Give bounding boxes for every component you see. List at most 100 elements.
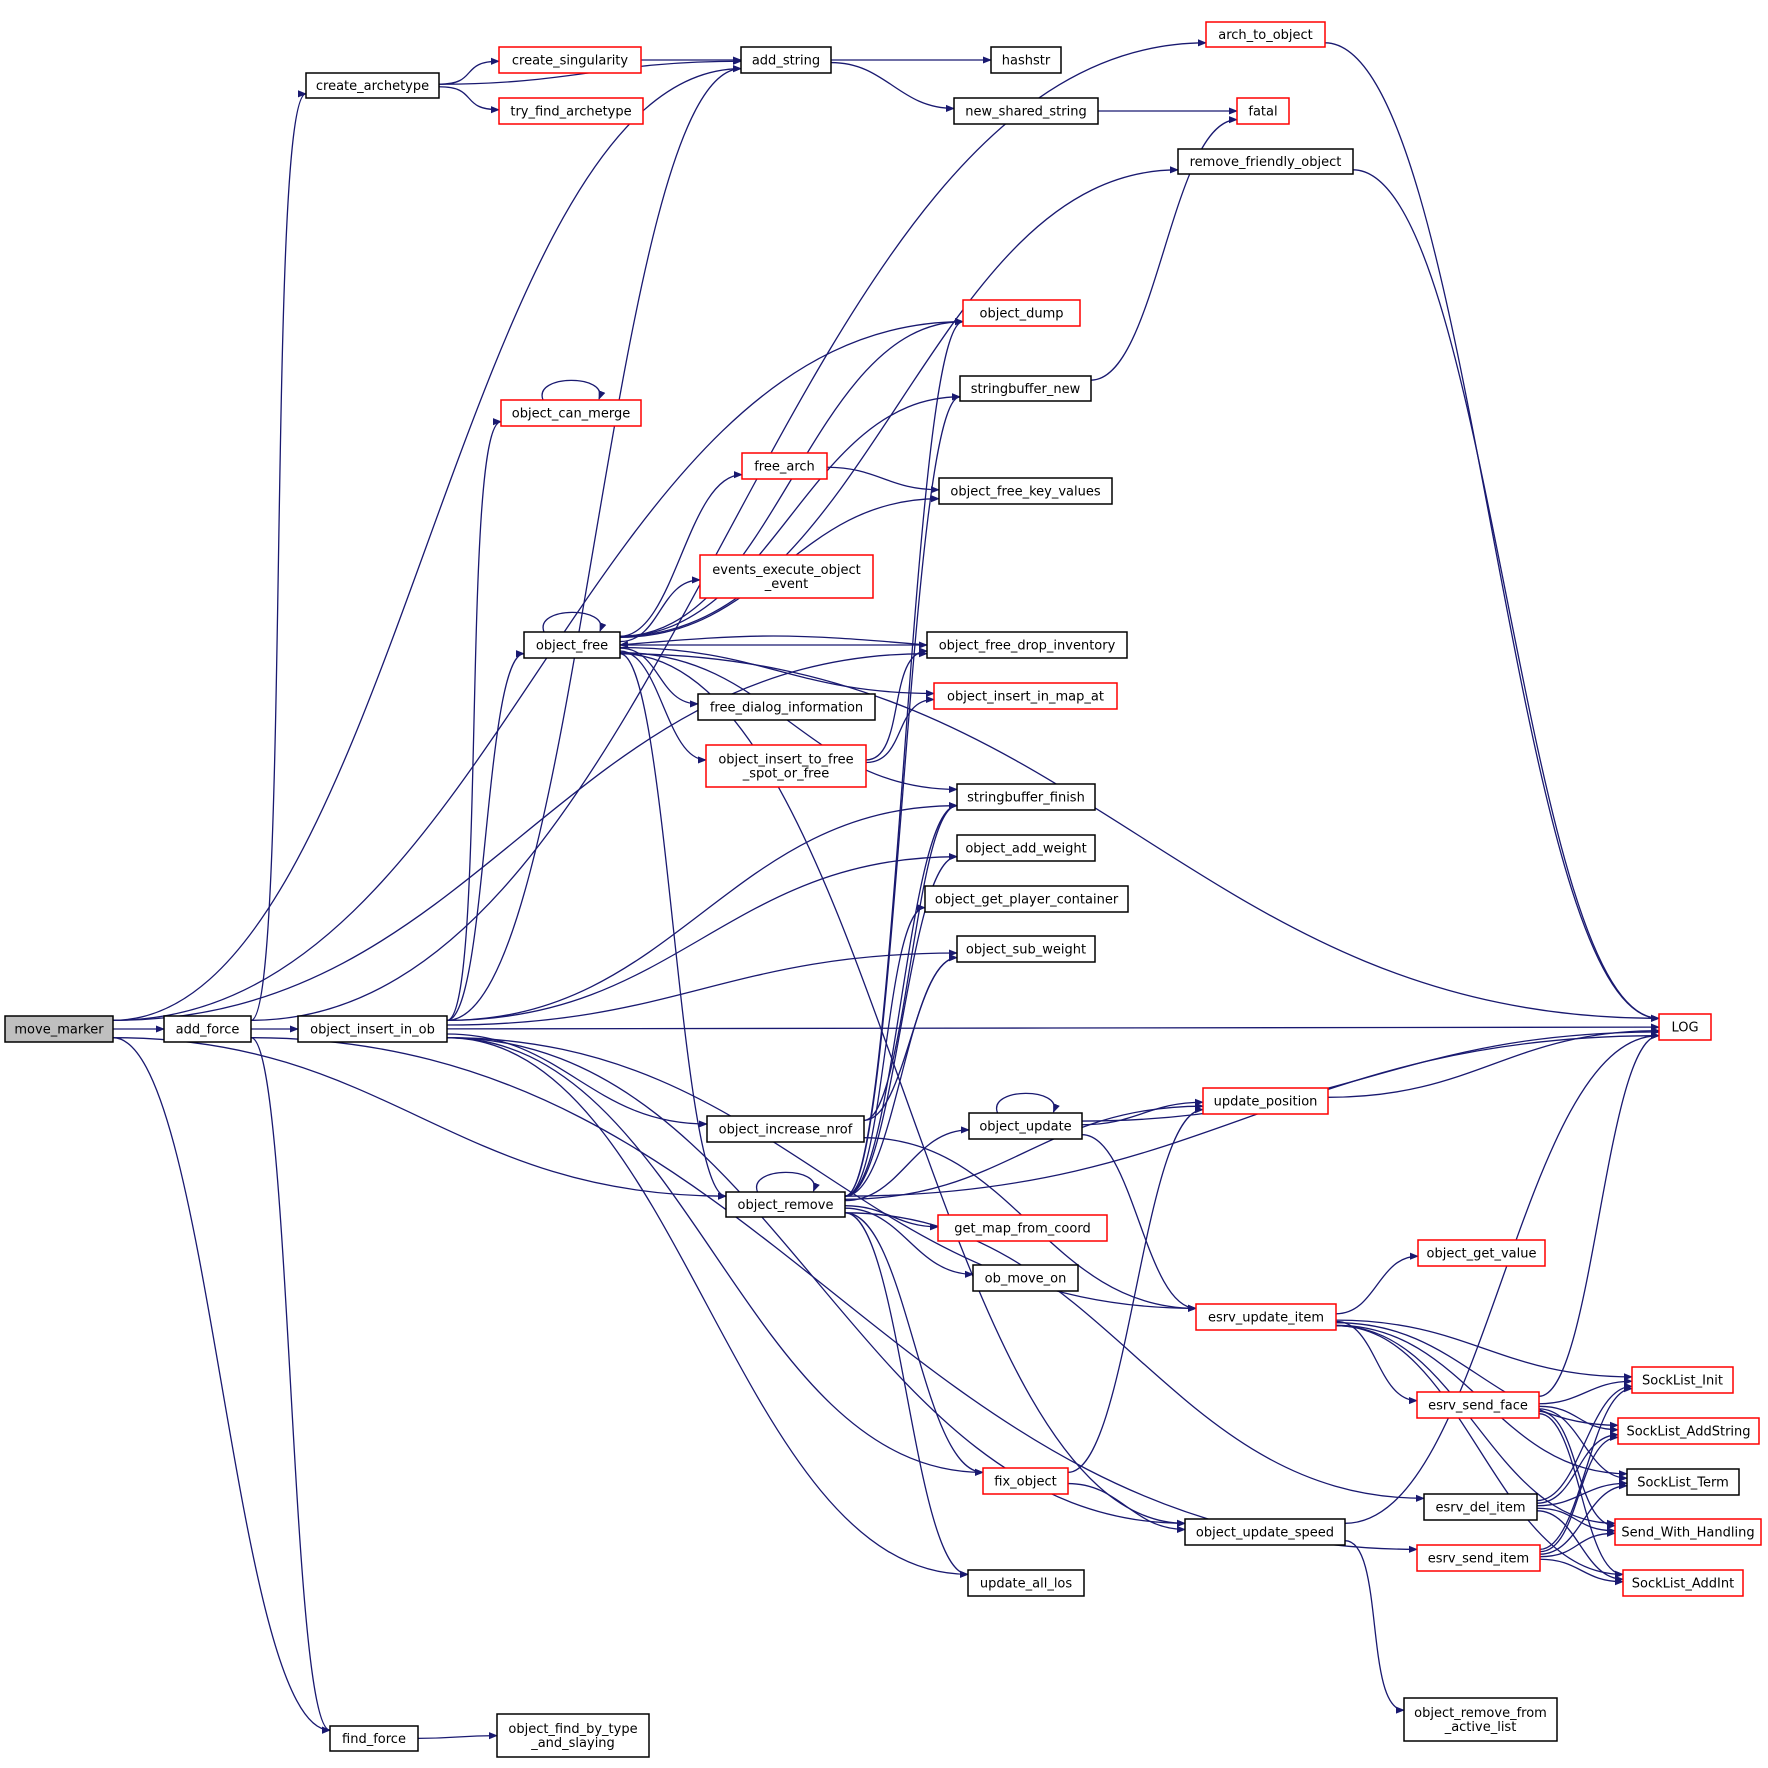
node-object-get-value[interactable]: object_get_value — [1417, 1239, 1546, 1267]
edge-esrv-update-item-to-esrv-send-face — [1335, 1320, 1418, 1405]
edge-esrv-del-item-to-socklist-addstring — [1536, 1431, 1619, 1504]
node-try-find-archetype[interactable]: try_find_archetype — [498, 97, 644, 125]
edge-object-remove-to-ob-move-on — [844, 1207, 974, 1278]
node-esrv-send-face[interactable]: esrv_send_face — [1416, 1391, 1540, 1419]
node-label: free_dialog_information — [710, 701, 863, 716]
edge-esrv-send-face-to-send-with-handling — [1538, 1410, 1616, 1530]
node-object-free-key-values[interactable]: object_free_key_values — [938, 477, 1113, 505]
node-box — [1403, 1697, 1558, 1742]
node-esrv-del-item[interactable]: esrv_del_item — [1423, 1493, 1538, 1521]
node-object-insert-in-map-at[interactable]: object_insert_in_map_at — [933, 682, 1118, 710]
node-socklist-addstring[interactable]: SockList_AddString — [1617, 1417, 1760, 1445]
node-arch-to-object[interactable]: arch_to_object — [1205, 21, 1326, 48]
node-get-map-from-coord[interactable]: get_map_from_coord — [937, 1214, 1108, 1242]
node-box — [956, 935, 1096, 963]
node-hashstr[interactable]: hashstr — [990, 46, 1062, 74]
edge-add-string-to-new-shared-string — [830, 61, 955, 113]
edge-esrv-update-item-to-socklist-init — [1335, 1319, 1633, 1381]
node-object-insert-to-free-spot-or-free[interactable]: object_insert_to_free_spot_or_free — [705, 744, 867, 788]
node-create-archetype[interactable]: create_archetype — [305, 72, 440, 99]
node-find-force[interactable]: find_force — [329, 1725, 419, 1752]
edge-move-marker-to-object-free-drop-inventory — [112, 650, 928, 1021]
node-fatal[interactable]: fatal — [1236, 97, 1290, 125]
node-object-free[interactable]: object_free — [523, 631, 621, 659]
node-label: object_increase_nrof — [719, 1123, 853, 1138]
node-create-singularity[interactable]: create_singularity — [498, 46, 642, 74]
node-box — [962, 299, 1081, 327]
node-esrv-send-item[interactable]: esrv_send_item — [1416, 1544, 1541, 1572]
node-move-marker[interactable]: move_marker — [4, 1015, 114, 1043]
edge-esrv-send-face-to-socklist-term — [1538, 1408, 1628, 1482]
node-object-insert-in-ob[interactable]: object_insert_in_ob — [297, 1015, 448, 1043]
node-object-update-speed[interactable]: object_update_speed — [1184, 1518, 1346, 1546]
node-add-force[interactable]: add_force — [163, 1015, 252, 1043]
node-ob-move-on[interactable]: ob_move_on — [972, 1264, 1079, 1292]
node-update-position[interactable]: update_position — [1202, 1087, 1329, 1115]
edge-esrv-update-item-to-socklist-addstring — [1335, 1322, 1619, 1429]
node-label: _and_slaying — [530, 1736, 615, 1751]
node-free-arch[interactable]: free_arch — [741, 452, 828, 480]
node-label: object_get_player_container — [935, 893, 1119, 908]
node-stringbuffer-finish[interactable]: stringbuffer_finish — [956, 783, 1096, 811]
node-label: object_insert_in_ob — [310, 1023, 435, 1038]
node-fix-object[interactable]: fix_object — [982, 1467, 1069, 1495]
edge-object-remove-to-object-sub-weight — [844, 954, 958, 1197]
node-add-string[interactable]: add_string — [740, 46, 832, 74]
node-socklist-addint[interactable]: SockList_AddInt — [1622, 1569, 1744, 1597]
node-box — [741, 452, 828, 480]
node-label: LOG — [1671, 1021, 1698, 1036]
edge-object-insert-to-free-spot-or-free-to-object-free-drop-inventory — [865, 647, 928, 761]
node-box — [705, 744, 867, 788]
node-box — [1614, 1518, 1762, 1546]
edge-object-free-to-object-remove — [619, 653, 727, 1200]
node-socklist-init[interactable]: SockList_Init — [1631, 1366, 1734, 1394]
node-send-with-handling[interactable]: Send_With_Handling — [1614, 1518, 1762, 1546]
node-label: _spot_or_free — [742, 767, 830, 782]
edge-create-archetype-to-try-find-archetype — [438, 86, 500, 114]
node-object-can-merge[interactable]: object_can_merge — [500, 399, 642, 427]
node-object-update[interactable]: object_update — [968, 1112, 1083, 1140]
edge-esrv-send-item-to-socklist-addint — [1539, 1558, 1624, 1586]
edge-arch-to-object-to-log — [1324, 42, 1660, 1022]
node-update-all-los[interactable]: update_all_los — [967, 1569, 1085, 1597]
node-object-get-player-container[interactable]: object_get_player_container — [924, 885, 1129, 913]
edge-object-remove-to-object-get-player-container — [844, 904, 926, 1197]
node-events-execute-object-event[interactable]: events_execute_object_event — [699, 554, 874, 599]
node-new-shared-string[interactable]: new_shared_string — [953, 97, 1099, 125]
edge-remove-friendly-object-to-log — [1352, 169, 1660, 1022]
edge-object-insert-in-ob-to-object-sub-weight — [446, 949, 958, 1026]
node-esrv-update-item[interactable]: esrv_update_item — [1195, 1303, 1337, 1331]
edge-find-force-to-object-find-by-type-and-slaying — [417, 1732, 498, 1740]
node-label: object_can_merge — [512, 407, 630, 422]
node-label: free_arch — [754, 460, 815, 475]
node-object-remove[interactable]: object_remove — [725, 1191, 846, 1218]
edge-object-insert-in-ob-to-object-add-weight — [446, 853, 958, 1021]
node-object-free-drop-inventory[interactable]: object_free_drop_inventory — [926, 631, 1128, 659]
node-box — [1631, 1366, 1734, 1394]
edge-object-remove-to-stringbuffer-new — [844, 393, 961, 1197]
node-label: find_force — [342, 1732, 406, 1747]
node-object-add-weight[interactable]: object_add_weight — [956, 834, 1096, 862]
node-label: stringbuffer_new — [971, 382, 1081, 397]
node-socklist-term[interactable]: SockList_Term — [1626, 1468, 1740, 1496]
node-free-dialog-information[interactable]: free_dialog_information — [697, 693, 876, 721]
node-box — [1617, 1417, 1760, 1445]
edge-esrv-send-item-to-socklist-init — [1539, 1385, 1633, 1550]
node-label: object_remove — [738, 1198, 834, 1213]
edge-add-force-to-esrv-send-item — [250, 1037, 1418, 1553]
node-log[interactable]: LOG — [1658, 1013, 1712, 1041]
edge-object-free-drop-inventory-to-object-free — [619, 635, 928, 648]
node-stringbuffer-new[interactable]: stringbuffer_new — [959, 375, 1092, 402]
node-object-sub-weight[interactable]: object_sub_weight — [956, 935, 1096, 963]
node-object-increase-nrof[interactable]: object_increase_nrof — [706, 1115, 865, 1143]
edge-create-archetype-to-create-singularity — [438, 57, 500, 85]
edge-esrv-update-item-to-object-get-value — [1335, 1252, 1419, 1315]
edge-object-remove-to-esrv-del-item — [844, 1212, 1425, 1502]
node-object-find-by-type-and-slaying[interactable]: object_find_by_type_and_slaying — [496, 1713, 650, 1758]
node-object-remove-from-active-list[interactable]: object_remove_from_active_list — [1403, 1697, 1558, 1742]
node-remove-friendly-object[interactable]: remove_friendly_object — [1177, 148, 1354, 175]
node-box — [968, 1112, 1083, 1140]
node-object-dump[interactable]: object_dump — [962, 299, 1081, 327]
node-box — [329, 1725, 419, 1752]
